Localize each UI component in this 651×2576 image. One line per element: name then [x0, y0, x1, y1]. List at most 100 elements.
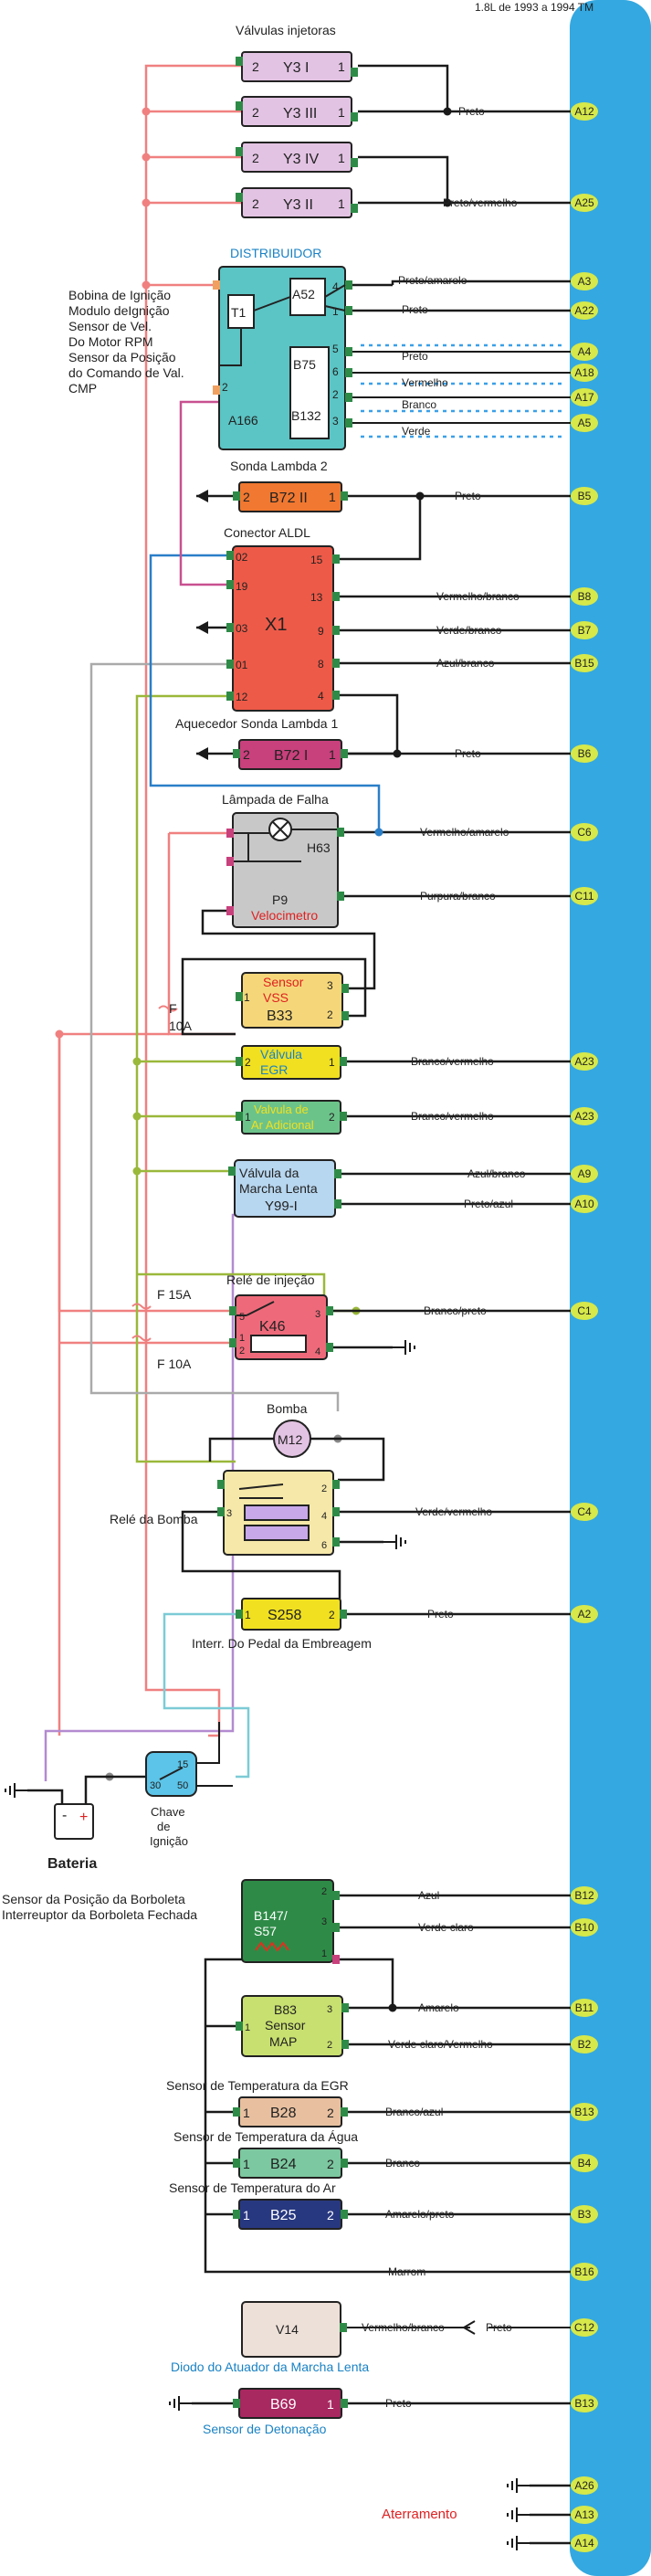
ecu-bar: [570, 0, 651, 2576]
svg-text:Y99-I: Y99-I: [265, 1198, 298, 1214]
svg-text:1: 1: [243, 2208, 250, 2222]
fuse-f10a-a-1: 10A: [169, 1019, 193, 1033]
svg-text:B16: B16: [574, 2265, 594, 2278]
wire-label-azul-branco-2: Azul/branco: [467, 1167, 526, 1180]
svg-text:B69: B69: [270, 2397, 297, 2412]
svg-text:2: 2: [252, 105, 259, 120]
pump-m12: M12: [273, 1420, 311, 1458]
sensor-b83-map: B83 Sensor MAP 1 32: [236, 1995, 349, 2057]
dist-desc-1: Modulo deIgnição: [68, 303, 170, 318]
svg-text:A4: A4: [578, 345, 592, 358]
svg-text:B10: B10: [574, 1921, 594, 1934]
wire-label-preto-3: Preto: [402, 350, 428, 363]
ecu-pin-c1: C1: [571, 1302, 598, 1320]
battery-label: Bateria: [47, 1856, 97, 1872]
sensor-b147: B147/ S57 23 1: [241, 1879, 340, 1964]
svg-text:4: 4: [315, 1346, 320, 1357]
a52-label: A52: [292, 287, 315, 301]
idle-diode-label: Diodo do Atuador da Marcha Lenta: [171, 2360, 369, 2374]
svg-text:Valvula de: Valvula de: [254, 1103, 309, 1116]
wire-label-branco-1: Branco: [402, 398, 436, 411]
wire-label-branco-2: Branco: [385, 2157, 420, 2170]
aldl-label: Conector ALDL: [224, 525, 310, 540]
svg-text:A5: A5: [578, 417, 592, 429]
wire-label-branco-preto: Branco/preto: [424, 1304, 487, 1317]
wire-label-verde-claro-vermelho: Verde claro/Vermelho: [388, 2038, 493, 2051]
ecu-pin-a2: A2: [571, 1605, 598, 1623]
sensor-b33: Sensor VSS B33 1 32: [236, 972, 349, 1029]
svg-text:A12: A12: [574, 105, 594, 118]
ecu-pin-a13: A13: [571, 2506, 598, 2524]
dist-desc-2: Sensor de Vel.: [68, 319, 152, 333]
y3-1-label: Y3 I: [283, 60, 309, 76]
svg-text:1: 1: [329, 747, 336, 762]
svg-text:H63: H63: [307, 840, 331, 855]
svg-text:1: 1: [329, 1056, 335, 1069]
svg-text:2: 2: [327, 2208, 334, 2222]
svg-text:2: 2: [327, 2157, 334, 2171]
wire-label-vermelho: Vermelho: [402, 376, 448, 389]
model-title: 1.8L de 1993 a 1994 TM: [475, 1, 593, 14]
ecu-pin-a25: A25: [571, 194, 598, 212]
wire-label-amarelo: Amarelo: [418, 2001, 459, 2014]
svg-text:1: 1: [332, 305, 339, 318]
wire-label-amarelo-preto: Amarelo/preto: [385, 2208, 455, 2221]
injectors-label: Válvulas injetoras: [236, 23, 336, 37]
ecu-pin-a14: A14: [571, 2534, 598, 2552]
svg-text:1: 1: [338, 59, 345, 74]
sensor-b69: 1 B69: [233, 2388, 348, 2419]
svg-text:50: 50: [177, 1780, 188, 1791]
dist-desc-3: Do Motor RPM: [68, 334, 153, 349]
svg-text:1: 1: [244, 991, 250, 1004]
ecu-pin-a9: A9: [571, 1165, 598, 1183]
dist-desc-5: do Comando de Val.: [68, 365, 184, 380]
svg-text:B25: B25: [270, 2208, 297, 2223]
svg-text:A2: A2: [578, 1608, 592, 1621]
instrument-p9: H63 P9 Velocimetro: [226, 812, 344, 928]
svg-text:Sensor: Sensor: [265, 2018, 306, 2032]
ecu-pin-a23: A23: [571, 1052, 598, 1071]
svg-text:B33: B33: [267, 1008, 293, 1024]
wire-label-verde-branco: Verde/branco: [436, 624, 502, 637]
b75-label: B75: [293, 357, 316, 372]
svg-text:A26: A26: [574, 2479, 594, 2492]
svg-text:B72 I: B72 I: [274, 748, 308, 764]
distributor-label: DISTRIBUIDOR: [230, 246, 321, 260]
ecu-pin-b13: B13: [571, 2103, 598, 2121]
wire-label-vermelho-branco: Vermelho/branco: [436, 590, 520, 603]
wire-label-verde: Verde: [402, 425, 431, 438]
svg-text:A14: A14: [574, 2537, 594, 2550]
svg-text:12: 12: [236, 691, 248, 703]
distributor-box: T1 A52 B75 B132 A166 2 41 56 23: [213, 266, 352, 450]
ground-wires: [530, 2484, 571, 2545]
distributor-signal-wires: [352, 351, 571, 424]
ecu-pin-c6: C6: [571, 823, 598, 841]
svg-text:1: 1: [329, 490, 336, 504]
svg-text:B5: B5: [578, 490, 592, 502]
ecu-pin-b11: B11: [571, 1999, 598, 2017]
wire-label-vermelho-branco-2: Vermelho/branco: [362, 2321, 445, 2334]
svg-text:S57: S57: [254, 1924, 277, 1938]
svg-text:S258: S258: [268, 1608, 301, 1623]
svg-text:15: 15: [310, 554, 323, 566]
svg-text:B12: B12: [574, 1889, 594, 1902]
svg-text:B147/: B147/: [254, 1908, 288, 1923]
svg-text:3: 3: [226, 1508, 232, 1519]
svg-text:30: 30: [150, 1780, 161, 1791]
ecu-pin-a23: A23: [571, 1107, 598, 1125]
b132-label: B132: [291, 408, 321, 423]
battery: - +: [54, 1803, 94, 1840]
ignition-key-1: de: [157, 1820, 170, 1833]
lambda2-label: Sonda Lambda 2: [230, 459, 328, 473]
svg-text:B4: B4: [578, 2157, 592, 2170]
svg-text:3: 3: [315, 1309, 320, 1320]
water-temp-label: Sensor de Temperatura da Água: [173, 2129, 358, 2144]
wire-label-preto-8: Preto: [385, 2397, 412, 2410]
tps-label-0: Sensor da Posição da Borboleta: [2, 1892, 185, 1906]
pump-relay-label: Relé da Bomba: [110, 1512, 198, 1526]
wire-label-branco-vermelho-2: Branco/vermelho: [411, 1110, 494, 1123]
